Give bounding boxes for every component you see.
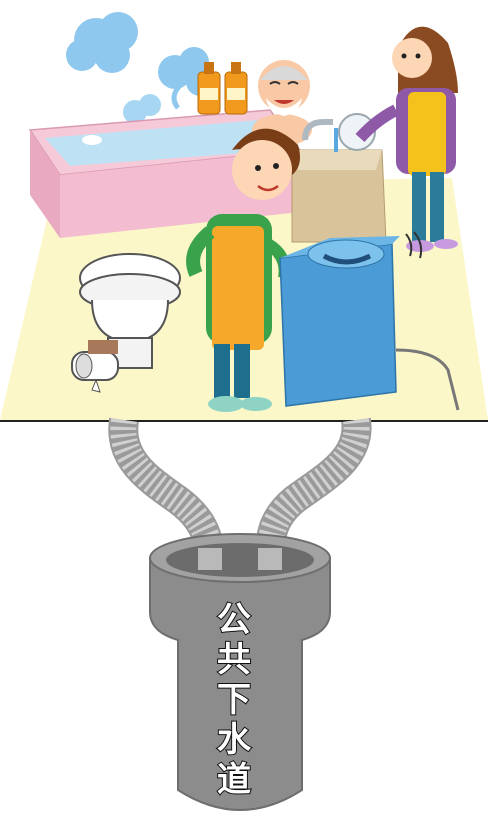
public-sewer-label: 公 共 下 水 道 [212,600,256,800]
sewer-label-char: 公 [212,600,256,640]
sewer-label-char: 共 [212,640,256,680]
rinse-bottle [225,62,247,114]
sewer-label-char: 道 [212,760,256,800]
sewer-label-char: 下 [212,680,256,720]
cloud-icon [66,12,138,73]
sewer-label-char: 水 [212,720,256,760]
